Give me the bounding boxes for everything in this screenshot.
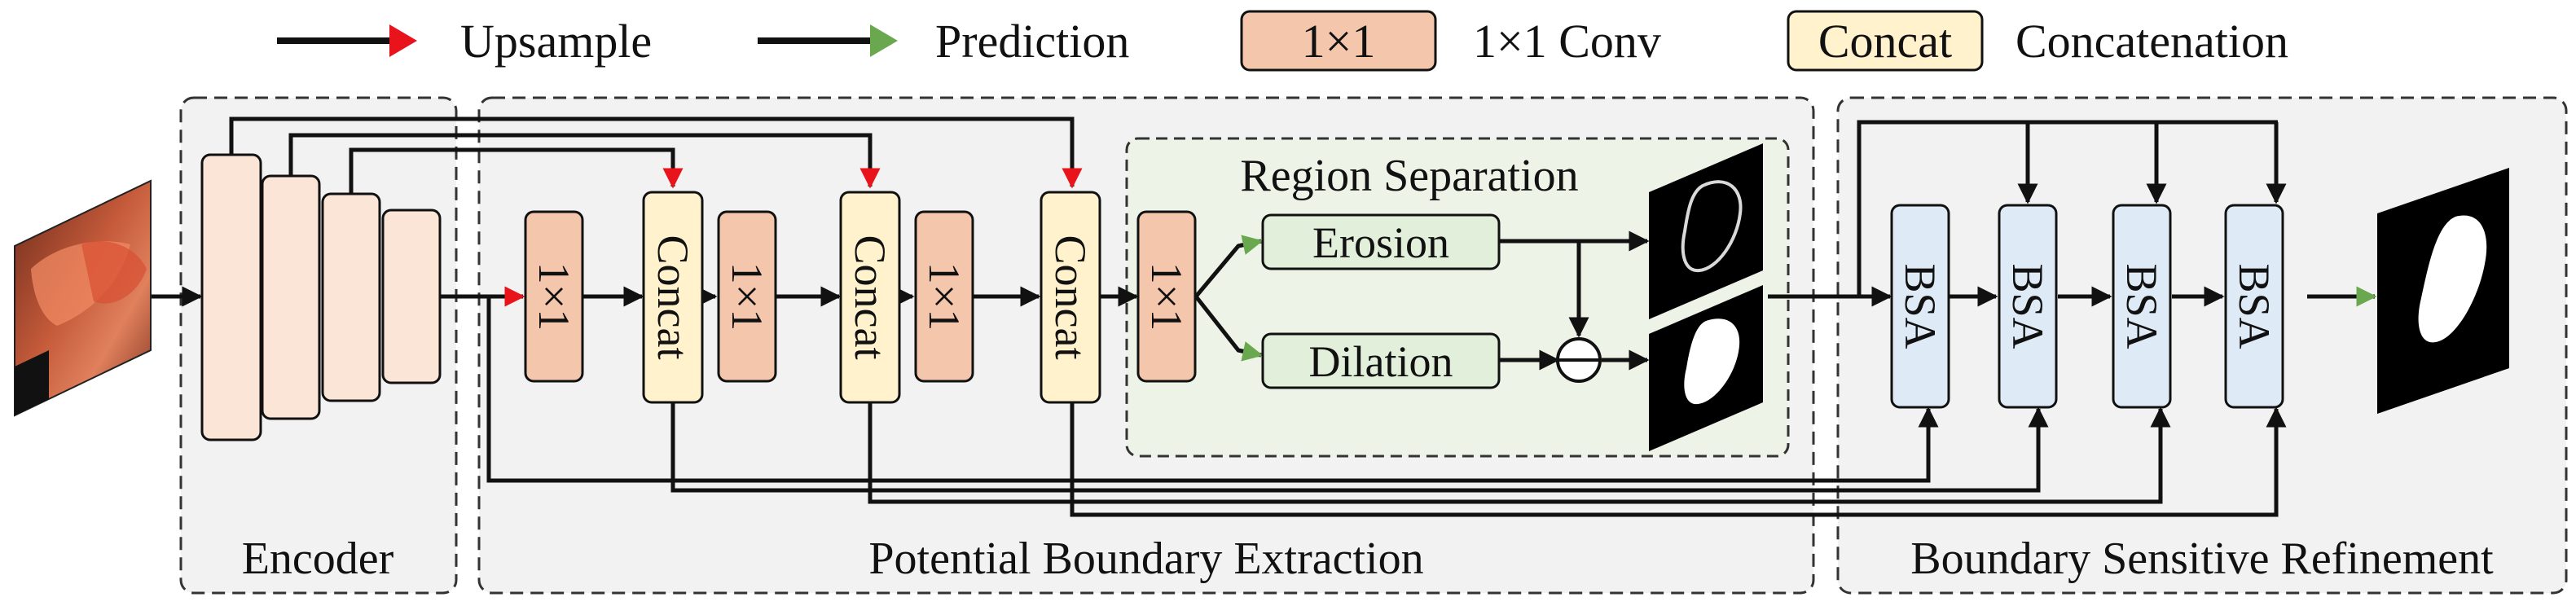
bsa-4-label: BSA: [2230, 263, 2279, 349]
encoder-stage-1: [200, 153, 262, 441]
pbe-title: Potential Boundary Extraction: [868, 534, 1423, 584]
legend: Upsample Prediction 1×1 1×1 Conv Concat …: [277, 10, 2288, 72]
dilation-block: Dilation: [1261, 332, 1501, 389]
region-mask-image: [1649, 285, 1763, 451]
prediction-output-image: [2377, 168, 2509, 414]
bsa-2-label: BSA: [2003, 263, 2052, 349]
conv-legend: 1×1 1×1 Conv: [1240, 10, 1661, 72]
concat-legend: Concat Concatenation: [1787, 10, 2288, 72]
upsample-legend: Upsample: [277, 15, 652, 68]
connectors: [152, 116, 2377, 517]
boundary-map-image: [1649, 143, 1763, 319]
conv-legend-box-label: 1×1: [1302, 15, 1376, 68]
concat-b-label: Concat: [846, 235, 895, 360]
conv-c-label: 1×1: [920, 262, 969, 331]
encoder-title: Encoder: [242, 534, 394, 584]
encoder-stage-4: [381, 209, 442, 384]
input-image: [14, 179, 152, 417]
conv-1x1-b: 1×1: [717, 210, 777, 383]
upsample-label: Upsample: [460, 15, 652, 68]
concat-legend-box-label: Concat: [1818, 15, 1952, 68]
conv-1x1-c: 1×1: [914, 210, 974, 383]
bsr-title: Boundary Sensitive Refinement: [1910, 534, 2494, 584]
concat-a: Concat: [642, 191, 704, 404]
dilation-label: Dilation: [1309, 337, 1453, 386]
concat-a-label: Concat: [648, 235, 697, 360]
concat-b: Concat: [839, 191, 901, 404]
prediction-arrow-icon: [870, 24, 898, 57]
bsa-block-4: BSA: [2224, 204, 2284, 409]
bsa-block-1: BSA: [1890, 204, 1950, 409]
region-separation-title: Region Separation: [1240, 151, 1578, 201]
erosion-label: Erosion: [1312, 218, 1449, 267]
concat-legend-swatch: [1787, 10, 1984, 72]
erosion-block: Erosion: [1261, 213, 1501, 270]
bsa-3-label: BSA: [2117, 263, 2166, 349]
conv-b-label: 1×1: [723, 262, 771, 331]
upsample-arrow-icon: [389, 24, 417, 57]
concat-c: Concat: [1040, 191, 1101, 404]
conv-legend-label: 1×1 Conv: [1473, 15, 1661, 68]
conv-d-label: 1×1: [1142, 262, 1191, 331]
bsa-block-2: BSA: [1998, 204, 2058, 409]
conv-a-label: 1×1: [530, 262, 578, 331]
conv-legend-swatch: [1240, 10, 1437, 72]
prediction-legend: Prediction: [758, 15, 1129, 68]
conv-1x1-a: 1×1: [524, 210, 584, 383]
prediction-label: Prediction: [935, 15, 1129, 68]
subtract-operator-icon: [1556, 337, 1602, 383]
encoder-stage-2: [261, 174, 321, 420]
concat-c-label: Concat: [1046, 235, 1095, 360]
bsa-1-label: BSA: [1896, 263, 1945, 349]
encoder-stage-3: [321, 192, 381, 402]
concat-legend-label: Concatenation: [2016, 15, 2288, 68]
conv-1x1-d: 1×1: [1136, 210, 1197, 383]
bsa-block-3: BSA: [2112, 204, 2172, 409]
